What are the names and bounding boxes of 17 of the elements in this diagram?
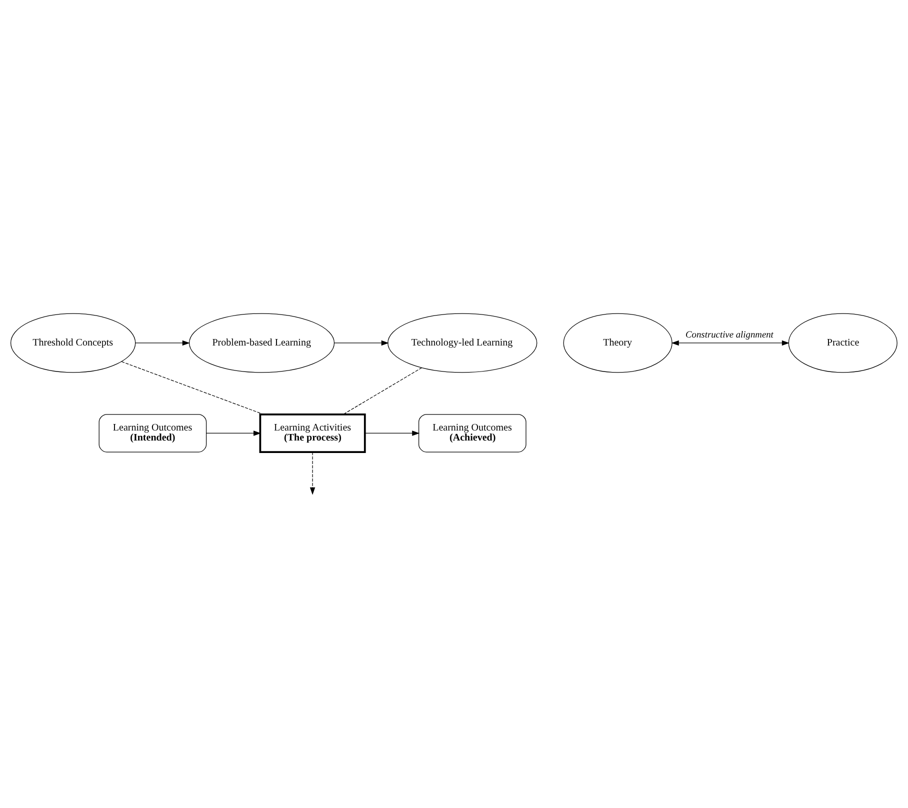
- edge-label: Constructive alignment: [686, 330, 774, 340]
- node-box: Learning Outcomes (Intended): [98, 414, 207, 452]
- node-ellipse: Problem-based Learning: [188, 313, 335, 373]
- arrow: [206, 430, 262, 436]
- node-box: Learning Activities (The process): [259, 414, 366, 453]
- node-ellipse: Threshold Concepts: [10, 313, 136, 373]
- arrow: [310, 452, 316, 495]
- node-ellipse: Technology-led Learning: [388, 313, 538, 373]
- arrow: [364, 430, 420, 436]
- node-box: Learning Outcomes (Achieved): [418, 414, 526, 452]
- node-ellipse: Theory: [563, 313, 672, 373]
- arrow: [135, 340, 190, 346]
- connector: [121, 361, 264, 415]
- arrow: [334, 340, 389, 346]
- arrow: [671, 340, 790, 346]
- connector: [343, 367, 422, 415]
- node-ellipse: Practice: [788, 313, 898, 373]
